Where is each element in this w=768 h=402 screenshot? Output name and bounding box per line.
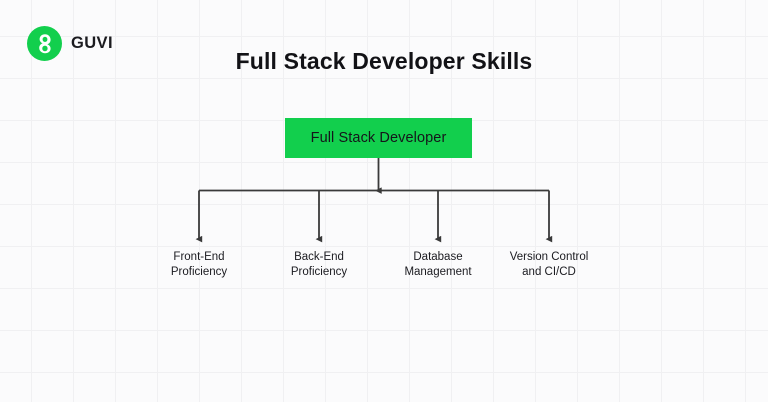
node-full-stack-developer[interactable]: Full Stack Developer	[285, 118, 472, 158]
node-label-version-control-and-cicd: Version Control and CI/CD	[509, 251, 589, 278]
brand-logo: GUVI	[27, 26, 113, 61]
node-label-database-management: Database Management	[404, 251, 472, 278]
guvi-g-logo-icon	[27, 26, 62, 61]
node-label: Full Stack Developer	[310, 130, 447, 146]
page-title: Full Stack Developer Skills	[235, 48, 533, 74]
node-label-front-end-proficiency: Front-End Proficiency	[170, 251, 228, 278]
node-label-back-end-proficiency: Back-End Proficiency	[290, 251, 348, 278]
brand-name: GUVI	[71, 34, 113, 53]
